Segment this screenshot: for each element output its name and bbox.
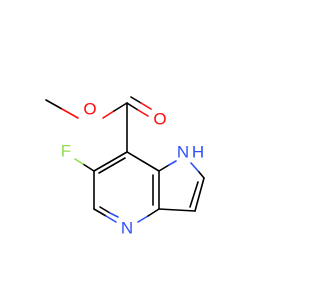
bond-c2-c3 <box>194 177 205 212</box>
pyrrole-hydrogen-label: H <box>192 142 204 161</box>
bond-n4-c3a-black <box>147 208 160 217</box>
fluorine-label: F <box>61 141 71 160</box>
bond-c6-f-green <box>74 158 84 165</box>
bond-methyl-o-red <box>61 108 79 119</box>
bond-ester-o-carbonyl <box>113 102 128 112</box>
bond-c7-c7a <box>126 151 160 172</box>
bond-c5-n4-black <box>93 208 107 217</box>
molecule-structure-diagram: O O F N H N <box>45 96 205 237</box>
carbonyl-oxygen-label: O <box>153 109 166 128</box>
bond-c7-c6-inner <box>98 157 126 174</box>
pyridine-nitrogen-label: N <box>121 218 133 237</box>
bond-c5-n4-blue <box>105 215 117 223</box>
bond-c2-c3-inner <box>189 181 199 208</box>
bond-ester-o-red <box>102 110 115 119</box>
pyrrole-nitrogen-label: N <box>177 142 189 161</box>
bond-carbonyl-double-1-red <box>137 109 149 117</box>
bond-n1-c2-blue <box>190 162 200 173</box>
bond-carbonyl-double-1-black <box>126 102 139 111</box>
bond-c7a-n1-blue <box>168 160 177 166</box>
bond-c5-n4-inner-blue <box>109 212 119 218</box>
bond-c5-n4-inner-black <box>99 206 111 214</box>
bond-methyl-o <box>45 99 63 110</box>
ester-oxygen-label: O <box>83 99 96 118</box>
bond-carbonyl-double-2-black <box>130 96 142 104</box>
bond-c7a-n1-black <box>158 164 170 172</box>
bond-c3-c3a <box>158 208 196 212</box>
bond-c7-c6 <box>93 151 128 172</box>
bond-c6-f-black <box>82 163 95 172</box>
bond-n4-c3a-blue <box>137 215 149 223</box>
bond-n1-c2-black <box>198 171 205 179</box>
bond-carbonyl-double-2-red <box>140 102 152 110</box>
